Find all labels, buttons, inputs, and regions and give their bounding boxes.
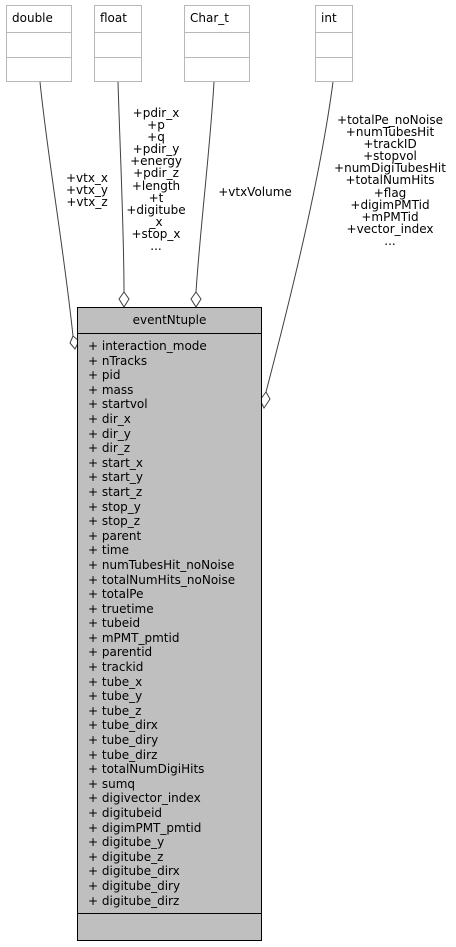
edge-label-line: ... bbox=[150, 239, 162, 254]
type-attr-section bbox=[7, 33, 71, 58]
edge-label-line: +stop_x bbox=[131, 226, 181, 241]
attribute-item: + pid bbox=[88, 368, 121, 383]
edge-label-line: +digimPMTid bbox=[350, 197, 430, 212]
attribute-item: + parent bbox=[88, 528, 142, 543]
edge-label-line: +vtx_x bbox=[65, 171, 109, 185]
attribute-item: + tube_dirx bbox=[88, 718, 158, 733]
edge-label-line: +totalPe_noNoise bbox=[337, 113, 443, 127]
attribute-item: + digitube_y bbox=[88, 835, 165, 850]
attribute-item: + stop_y bbox=[88, 499, 141, 514]
attribute-item: + digimPMT_pmtid bbox=[88, 820, 202, 835]
edge-label-double: +vtx_x +vtx_y +vtx_z bbox=[60, 172, 114, 208]
edge-label-line: ... bbox=[384, 233, 396, 248]
edge-label-line: +vector_index bbox=[346, 221, 434, 236]
attribute-item: + start_z bbox=[88, 484, 143, 499]
type-box-int: int bbox=[315, 5, 353, 82]
type-box-double: double bbox=[6, 5, 72, 82]
connector-char bbox=[195, 81, 215, 293]
aggregation-diamond-char bbox=[190, 291, 202, 308]
attribute-item: + start_y bbox=[88, 470, 143, 485]
attribute-item: + digitube_z bbox=[88, 849, 164, 864]
attribute-item: + digitube_dirx bbox=[88, 864, 180, 879]
type-name: float bbox=[95, 6, 141, 33]
class-box-eventntuple: eventNtuple + interaction_mode+ nTracks+… bbox=[77, 307, 262, 941]
attribute-item: + dir_y bbox=[88, 426, 131, 441]
edge-label-char: +vtxVolume bbox=[212, 186, 298, 198]
type-attr-section bbox=[95, 33, 141, 58]
edge-label-line: +vtx_z bbox=[66, 195, 108, 210]
attribute-item: + startvol bbox=[88, 397, 148, 412]
edge-label-line: +pdir_z bbox=[133, 166, 179, 181]
attribute-item: + mPMT_pmtid bbox=[88, 630, 180, 645]
edge-label-line: +flag bbox=[373, 185, 407, 200]
attribute-item: + trackid bbox=[88, 660, 144, 675]
type-attr-section bbox=[316, 33, 352, 58]
attribute-item: + tube_y bbox=[88, 689, 143, 704]
aggregation-diamond-int bbox=[259, 391, 271, 409]
attribute-item: + tube_dirz bbox=[88, 747, 158, 762]
attribute-item: + sumq bbox=[88, 776, 136, 791]
attribute-item: + digitube_diry bbox=[88, 878, 181, 893]
edge-label-line: +energy bbox=[130, 154, 182, 169]
edge-label-line: +stopvol bbox=[363, 149, 417, 164]
attribute-item: + tube_z bbox=[88, 703, 142, 718]
type-attr-section bbox=[185, 33, 249, 58]
attribute-item: + start_x bbox=[88, 455, 143, 470]
edge-label-line: +totalNumHits bbox=[345, 173, 435, 188]
connector-float bbox=[117, 81, 125, 293]
edge-label-line: _x bbox=[149, 214, 163, 229]
attribute-item: + digitubeid bbox=[88, 806, 163, 820]
type-name: int bbox=[316, 6, 352, 33]
edge-label-line: +t bbox=[148, 190, 164, 205]
attribute-item: + parentid bbox=[88, 645, 153, 660]
attribute-item: + nTracks bbox=[88, 353, 148, 368]
attribute-item: + digivector_index bbox=[88, 791, 201, 806]
edge-label-line: +numDigiTubesHit bbox=[334, 161, 446, 176]
attribute-item: + dir_x bbox=[88, 411, 131, 426]
attribute-item: + stop_z bbox=[88, 514, 141, 529]
edge-label-line: +vtx_y bbox=[65, 183, 109, 198]
connector-int bbox=[265, 81, 334, 393]
aggregation-diamond-float bbox=[118, 291, 130, 308]
attribute-item: + interaction_mode bbox=[88, 339, 207, 353]
edge-label-line: +numTubesHit bbox=[345, 125, 435, 140]
edge-label-line: +q bbox=[147, 130, 165, 145]
type-box-float: float bbox=[94, 5, 142, 82]
edge-label-float: +pdir_x +p +q +pdir_y +energy +pdir_z +l… bbox=[114, 107, 198, 252]
type-name: double bbox=[7, 6, 71, 33]
attribute-item: + totalPe bbox=[88, 587, 144, 602]
attribute-item: + tube_x bbox=[88, 674, 143, 689]
attribute-item: + numTubesHit_noNoise bbox=[88, 557, 235, 572]
edge-label-line: +length bbox=[131, 178, 181, 193]
attribute-item: + digitube_dirz bbox=[88, 893, 180, 908]
edge-label-line: +vtxVolume bbox=[218, 185, 292, 199]
class-name: eventNtuple bbox=[78, 308, 261, 334]
edge-label-line: +trackID bbox=[363, 137, 417, 152]
connector-double bbox=[39, 81, 74, 337]
attribute-item: + tubeid bbox=[88, 616, 141, 631]
edge-label-line: +pdir_x bbox=[132, 106, 180, 120]
edge-label-line: +p bbox=[147, 118, 165, 133]
attribute-item: + totalNumHits_noNoise bbox=[88, 572, 236, 587]
edge-label-line: +pdir_y bbox=[132, 142, 180, 157]
attribute-item: + mass bbox=[88, 382, 134, 397]
attribute-item: + totalNumDigiHits bbox=[88, 762, 205, 777]
type-box-char: Char_t bbox=[184, 5, 250, 82]
attribute-item: + truetime bbox=[88, 601, 154, 616]
type-name: Char_t bbox=[185, 6, 249, 33]
edge-label-line: +digitube bbox=[126, 202, 186, 217]
attribute-item: + time bbox=[88, 543, 129, 558]
attribute-item: + dir_z bbox=[88, 441, 131, 456]
attribute-item: + tube_diry bbox=[88, 733, 159, 748]
edge-label-int: +totalPe_noNoise +numTubesHit +trackID +… bbox=[329, 114, 451, 247]
attribute-list: + interaction_mode+ nTracks+ pid+ mass+ … bbox=[78, 334, 261, 914]
edge-label-line: +mPMTid bbox=[361, 209, 419, 224]
